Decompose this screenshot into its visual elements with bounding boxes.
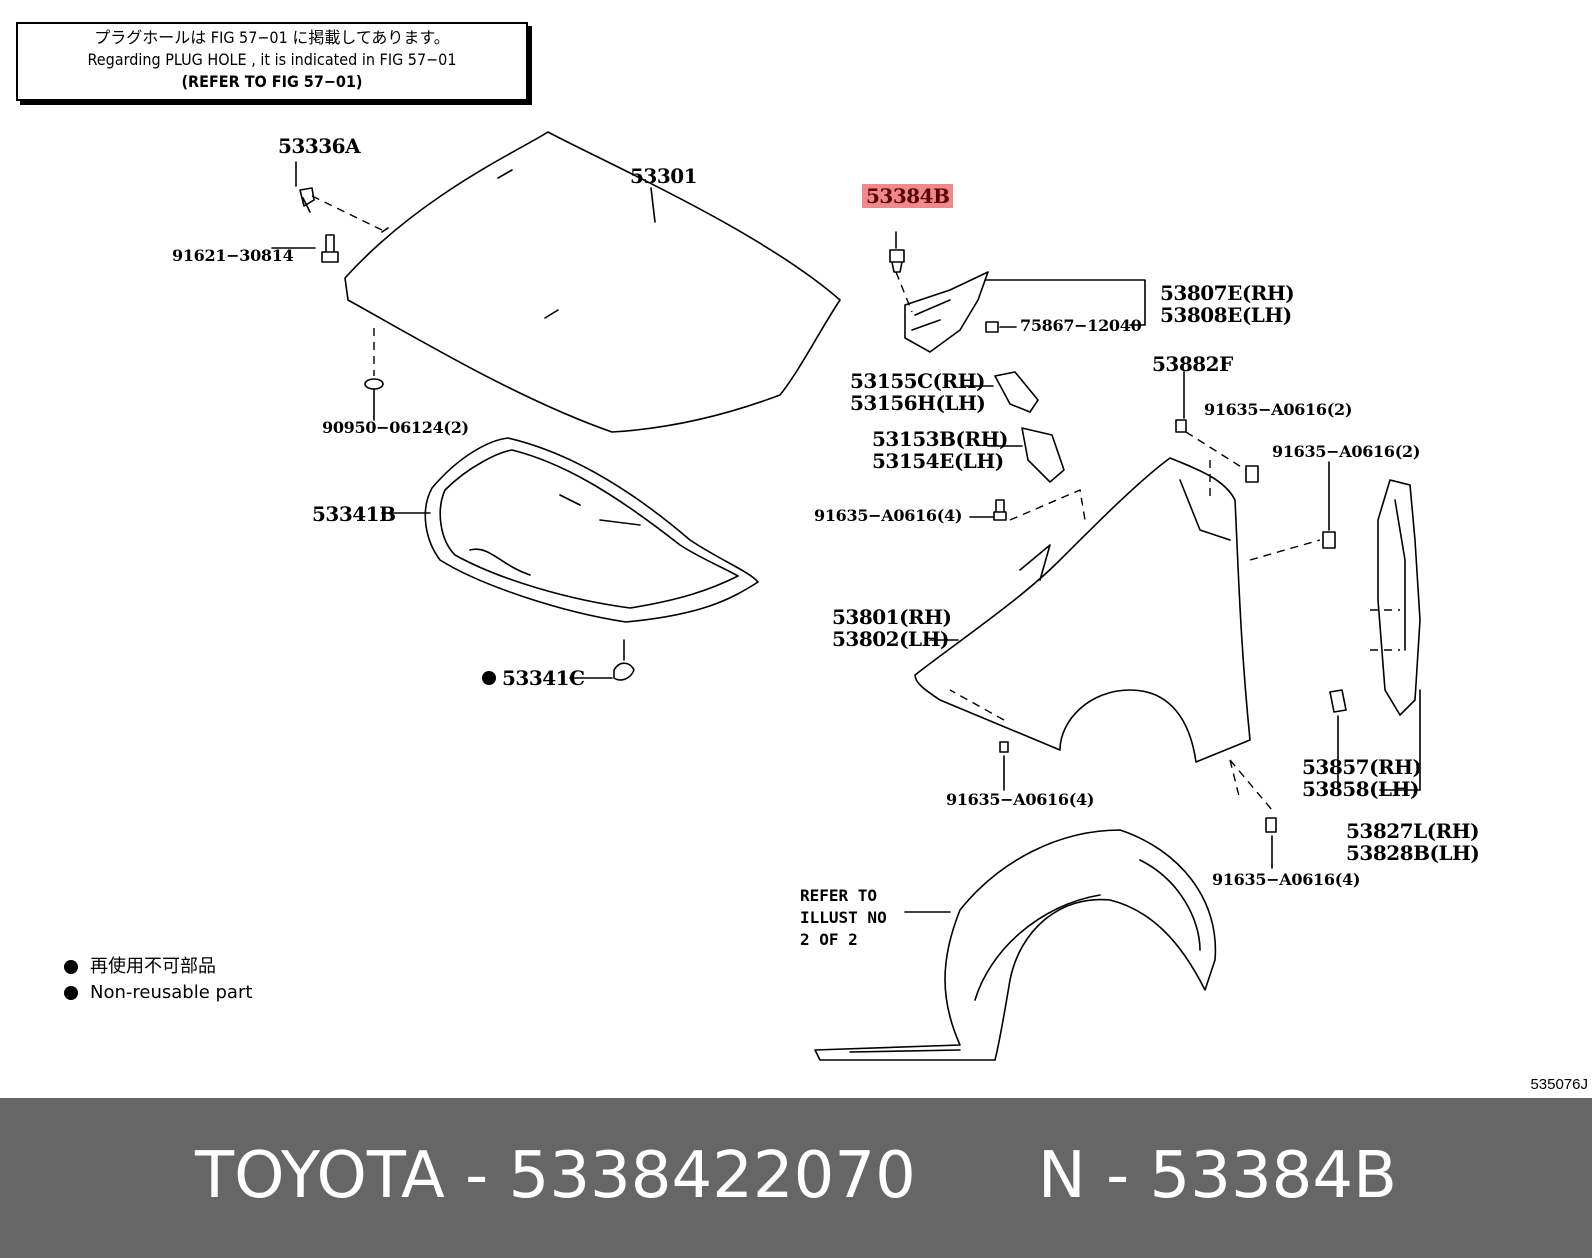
- legend-english: Non-reusable part: [90, 982, 253, 1003]
- footer-part-info: TOYOTA - 5338422070 N - 53384B: [194, 1139, 1398, 1213]
- bullet-icon: [64, 960, 78, 974]
- callout-53155C-53156H[interactable]: 53155C(RH) 53156H(LH): [850, 369, 986, 415]
- hood-outline: [344, 131, 841, 433]
- legend-japanese: 再使用不可部品: [90, 956, 216, 977]
- part-number-footer: TOYOTA - 5338422070 N - 53384B: [0, 1098, 1592, 1258]
- refer-line-2: ILLUST NO: [800, 908, 887, 927]
- legend: 再使用不可部品 Non-reusable part: [64, 954, 252, 1006]
- hood-insulator-outline: [424, 437, 759, 623]
- refer-illust-note: REFER TO ILLUST NO 2 OF 2: [800, 885, 887, 951]
- fender-liner-outline: [814, 829, 1217, 1061]
- callout-75867-12040[interactable]: 75867−12040: [1020, 316, 1142, 335]
- callout-91635-A0616-c[interactable]: 91635−A0616(4): [814, 506, 963, 525]
- callout-91635-A0616-d[interactable]: 91635−A0616(4): [946, 790, 1095, 809]
- callout-90950-06124[interactable]: 90950−06124(2): [322, 418, 469, 437]
- figure-id: 535076J: [1530, 1076, 1588, 1093]
- plug-hole-note: プラグホールは FIG 57−01 に掲載してあります。 Regarding P…: [16, 22, 528, 101]
- callout-91635-A0616-e[interactable]: 91635−A0616(4): [1212, 870, 1361, 889]
- callout-53156H: 53156H(LH): [850, 391, 986, 415]
- callout-53858: 53858(LH): [1302, 777, 1419, 801]
- bullet-icon: [64, 986, 78, 1000]
- callout-53802: 53802(LH): [832, 627, 949, 651]
- legend-row-english: Non-reusable part: [64, 980, 252, 1006]
- callout-53857: 53857(RH): [1302, 755, 1422, 779]
- callout-53153B: 53153B(RH): [872, 427, 1008, 451]
- callout-91621-30814[interactable]: 91621−30814: [172, 246, 294, 265]
- callout-53336A[interactable]: 53336A: [278, 134, 361, 158]
- callout-53807E: 53807E(RH): [1160, 281, 1295, 305]
- note-refer: (REFER TO FIG 57−01): [181, 72, 363, 91]
- parts-diagram: [271, 131, 1421, 1061]
- callout-53154E: 53154E(LH): [872, 449, 1004, 473]
- legend-row-japanese: 再使用不可部品: [64, 954, 252, 980]
- callout-53801: 53801(RH): [832, 605, 952, 629]
- callout-53807E-53808E[interactable]: 53807E(RH) 53808E(LH): [1160, 281, 1295, 327]
- callout-53341B[interactable]: 53341B: [312, 502, 396, 526]
- callout-53155C: 53155C(RH): [850, 369, 985, 393]
- callout-53341C[interactable]: 53341C: [502, 666, 585, 690]
- callout-53827L-53828B[interactable]: 53827L(RH) 53828B(LH): [1346, 819, 1480, 865]
- callout-53801-53802[interactable]: 53801(RH) 53802(LH): [832, 606, 952, 650]
- fender-outline: [914, 457, 1251, 763]
- refer-line-1: REFER TO: [800, 886, 878, 905]
- callout-53153B-53154E[interactable]: 53153B(RH) 53154E(LH): [872, 428, 1008, 472]
- non-reusable-marker: [482, 671, 496, 685]
- callout-53301[interactable]: 53301: [630, 164, 698, 188]
- callout-53384B-highlighted[interactable]: 53384B: [862, 184, 954, 208]
- refer-line-3: 2 OF 2: [800, 930, 858, 949]
- callout-53828B: 53828B(LH): [1346, 841, 1480, 865]
- callout-91635-A0616-a[interactable]: 91635−A0616(2): [1204, 400, 1353, 419]
- callout-53857-53858[interactable]: 53857(RH) 53858(LH): [1302, 756, 1422, 800]
- note-english: Regarding PLUG HOLE , it is indicated in…: [87, 50, 457, 69]
- callout-53808E: 53808E(LH): [1160, 303, 1292, 327]
- callout-91635-A0616-b[interactable]: 91635−A0616(2): [1272, 442, 1421, 461]
- note-japanese: プラグホールは FIG 57−01 に掲載してあります。: [94, 28, 450, 47]
- callout-53827L: 53827L(RH): [1346, 819, 1480, 843]
- callout-53882F[interactable]: 53882F: [1152, 352, 1233, 376]
